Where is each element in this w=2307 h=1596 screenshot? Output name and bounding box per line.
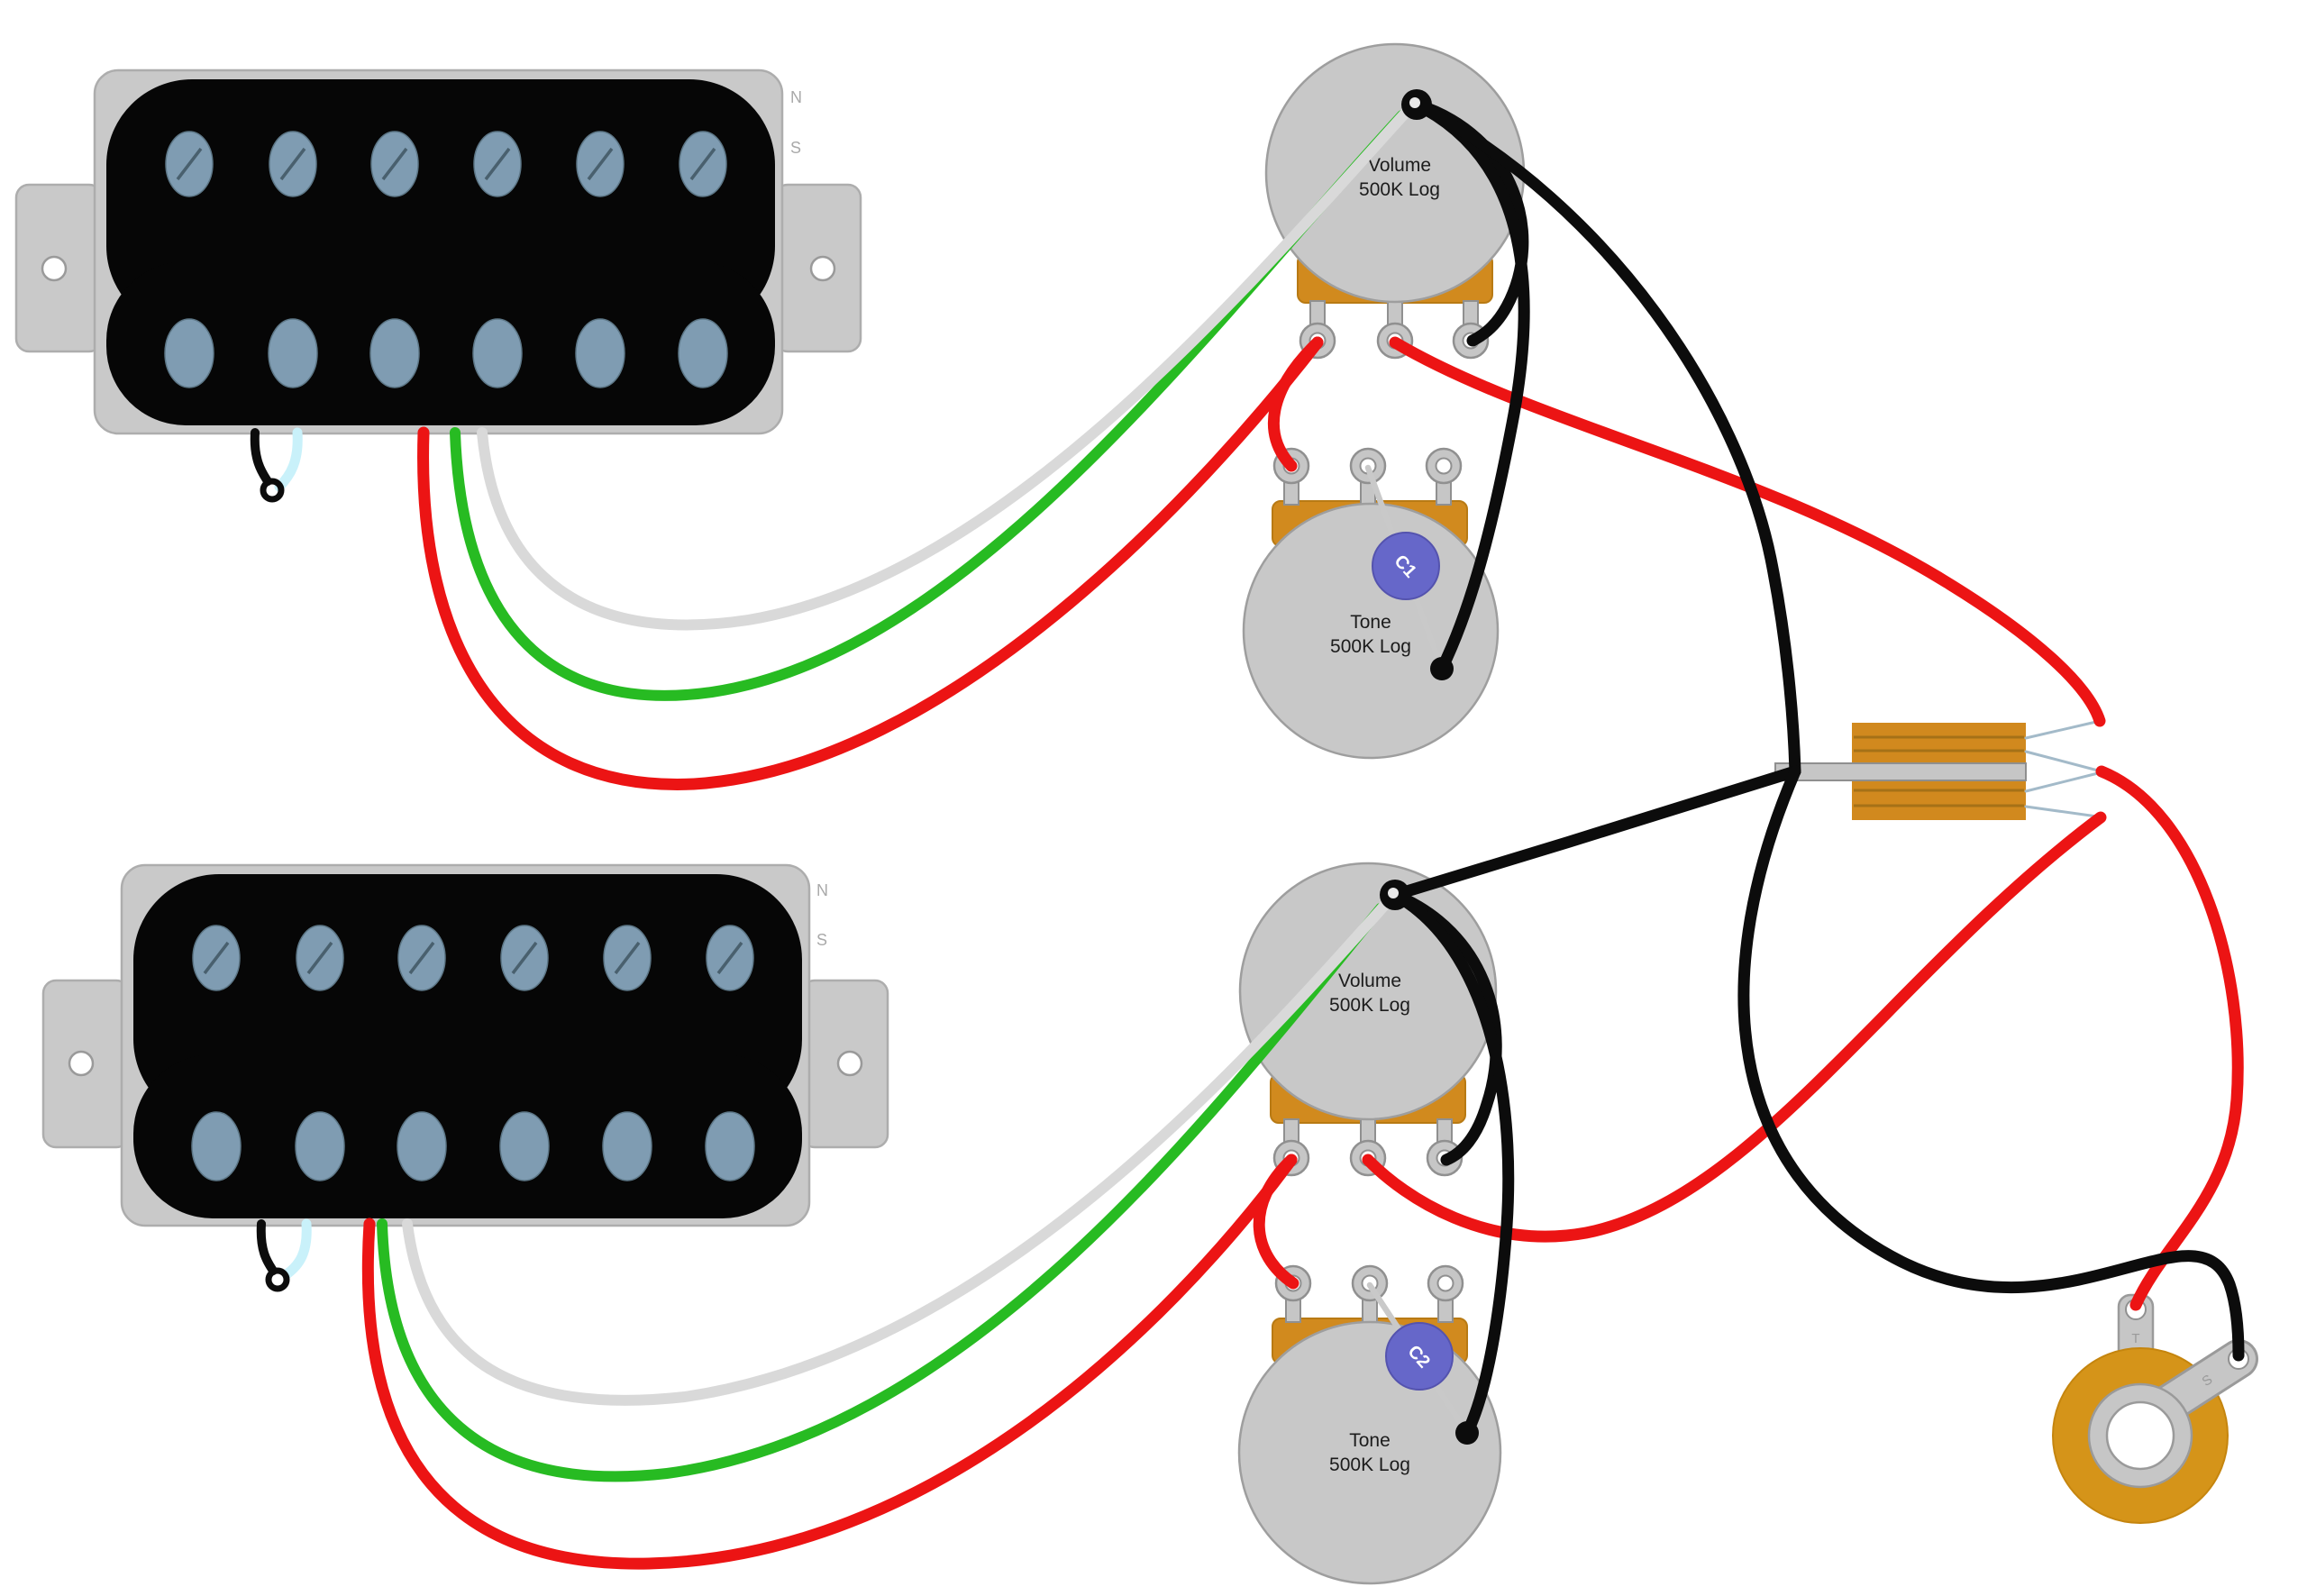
pot-value: 500K Log [1329,1455,1410,1475]
pole-piece [295,1111,345,1181]
mount-screw-hole [68,1050,95,1077]
pot-value: 500K Log [1329,995,1410,1016]
wire-neck-volume-to-switch [1389,336,2106,727]
neck-tone-ground-solder [1430,657,1454,680]
ground-wires-black [1389,98,2245,1439]
shaft-tip [1388,888,1399,898]
screw-slots [176,147,716,181]
capacitor-c2: C2 [1385,1322,1454,1391]
pickup-lead-wires [250,99,1418,1570]
pole-piece [472,318,523,388]
pole-piece [575,318,625,388]
shaft-tip [1409,97,1420,108]
wire-neck-white [477,99,1418,631]
wire-neck-black-pigtail [250,428,272,486]
pot-label: Volume [1368,155,1431,176]
pole-piece [191,1111,242,1181]
pot-value: 500K Log [1359,179,1440,200]
coil-label-south: S [790,139,801,157]
wire-end-loop [265,1267,290,1292]
wire-end-loop [260,478,285,503]
pole-piece [369,318,420,388]
wire-volume-to-tone-neck [1268,336,1324,472]
coil-label-north: N [790,88,802,106]
pole-piece [397,1111,447,1181]
pot-label: Tone [1349,1430,1391,1451]
humbucker-pickup-bridge: N S [41,863,889,1227]
solder-and-caps: C1 C2 [1372,89,1479,1445]
mount-screw-hole [809,255,836,282]
wire-bridge-green [377,903,1386,1482]
wire-volume-to-tone-bridge [1253,1154,1299,1290]
tone-pot-neck: Tone 500K Log [1242,447,1500,760]
lug-hole [1435,457,1453,475]
pot-label: Volume [1338,971,1401,991]
wire-neck-volume-to-tone-ground [1410,98,1530,675]
pole-pieces-slug-row [191,1111,755,1181]
lug-hole [1436,1274,1454,1292]
coil-label-north: N [816,881,828,899]
pot-body [1238,862,1498,1121]
mount-screw-hole [836,1050,863,1077]
capacitor-body [1385,1322,1454,1391]
pole-piece [268,318,318,388]
pole-pieces-screw-row [165,131,727,197]
humbucker-pickup-neck: N S [14,68,862,435]
volume-pot-neck: Volume 500K Log [1264,42,1526,360]
pole-pieces-slug-row [164,318,728,388]
wire-bridge-white [402,891,1398,1406]
pole-pieces-screw-row [192,925,754,991]
switch-body-lines [1854,735,2024,807]
capacitor-body [1372,532,1440,600]
bridge-tone-ground-solder [1455,1421,1479,1445]
pole-piece [602,1111,652,1181]
switch-lever [1774,762,2027,781]
switch-terminals [2024,720,2100,818]
wire-switch-to-jack-sleeve-ground [1737,765,2245,1362]
pole-piece [164,318,214,388]
mount-screw-hole [41,255,68,282]
jack-hole [2105,1400,2175,1471]
pot-value: 500K Log [1330,636,1411,657]
capacitor-c1: C1 [1372,532,1440,600]
pole-piece [499,1111,550,1181]
wire-bridge-volume-to-tone-ground [1389,889,1515,1439]
wire-bridge-red-hot [361,1154,1298,1570]
pot-label: Tone [1350,612,1391,633]
pot-body [1237,1320,1502,1585]
wire-bridge-volume-to-switch-ground [1389,765,1801,901]
wire-bridge-volume-to-switch [1362,811,2107,1243]
wire-neck-bare-cyan [274,427,303,492]
wire-neck-red-hot [417,336,1324,790]
pole-piece [705,1111,755,1181]
wire-neck-volume-to-switch-ground [1410,98,1801,778]
wire-bridge-black-pigtail [256,1219,278,1275]
pole-piece [678,318,728,388]
selector-switch [1774,720,2100,820]
wire-bridge-bare-cyan [281,1218,312,1280]
screw-slots [203,941,743,975]
wire-switch-to-jack-tip [2095,765,2244,1311]
jack-tip-label: T [2131,1331,2139,1346]
coil-label-south: S [816,931,827,949]
output-jack: T S [2052,1293,2258,1524]
